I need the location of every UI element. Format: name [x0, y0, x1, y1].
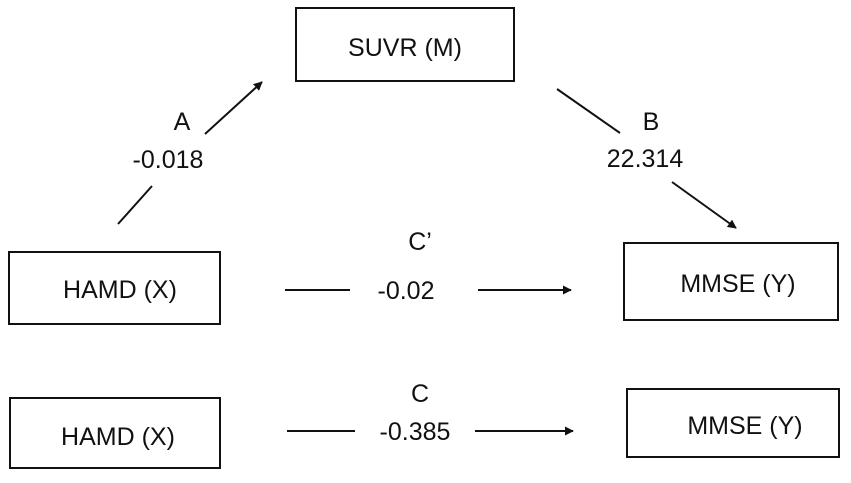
path-c-prime-coefficient: -0.02 — [378, 277, 435, 305]
path-a-label: A — [174, 108, 191, 136]
x-node-bottom-label: HAMD (X) — [61, 423, 175, 451]
y-node-bottom-label: MMSE (Y) — [687, 412, 802, 440]
path-b-line-upper — [556, 88, 621, 134]
path-a-coefficient: -0.018 — [133, 146, 204, 174]
path-c-prime: C’ -0.02 — [285, 228, 572, 305]
path-b-coefficient: 22.314 — [607, 145, 684, 173]
mediator-label: SUVR (M) — [348, 34, 462, 62]
x-node-bottom: HAMD (X) — [9, 397, 221, 469]
path-b-arrow — [671, 181, 737, 229]
path-c-label: C — [411, 380, 429, 408]
path-b-label: B — [643, 108, 660, 136]
x-node-top: HAMD (X) — [8, 251, 221, 325]
y-node-top: MMSE (Y) — [623, 242, 839, 321]
path-c-coefficient: -0.385 — [380, 418, 451, 446]
path-a: A -0.018 — [117, 81, 263, 225]
path-c-prime-label: C’ — [408, 228, 432, 256]
path-a-line-lower — [117, 185, 153, 225]
y-node-top-label: MMSE (Y) — [680, 270, 795, 298]
y-node-bottom: MMSE (Y) — [626, 388, 840, 458]
x-node-top-label: HAMD (X) — [63, 276, 177, 304]
path-a-arrow — [204, 81, 263, 135]
path-c: C -0.385 — [287, 380, 574, 446]
mediator-node: SUVR (M) — [295, 7, 515, 82]
path-b: B 22.314 — [556, 88, 737, 229]
